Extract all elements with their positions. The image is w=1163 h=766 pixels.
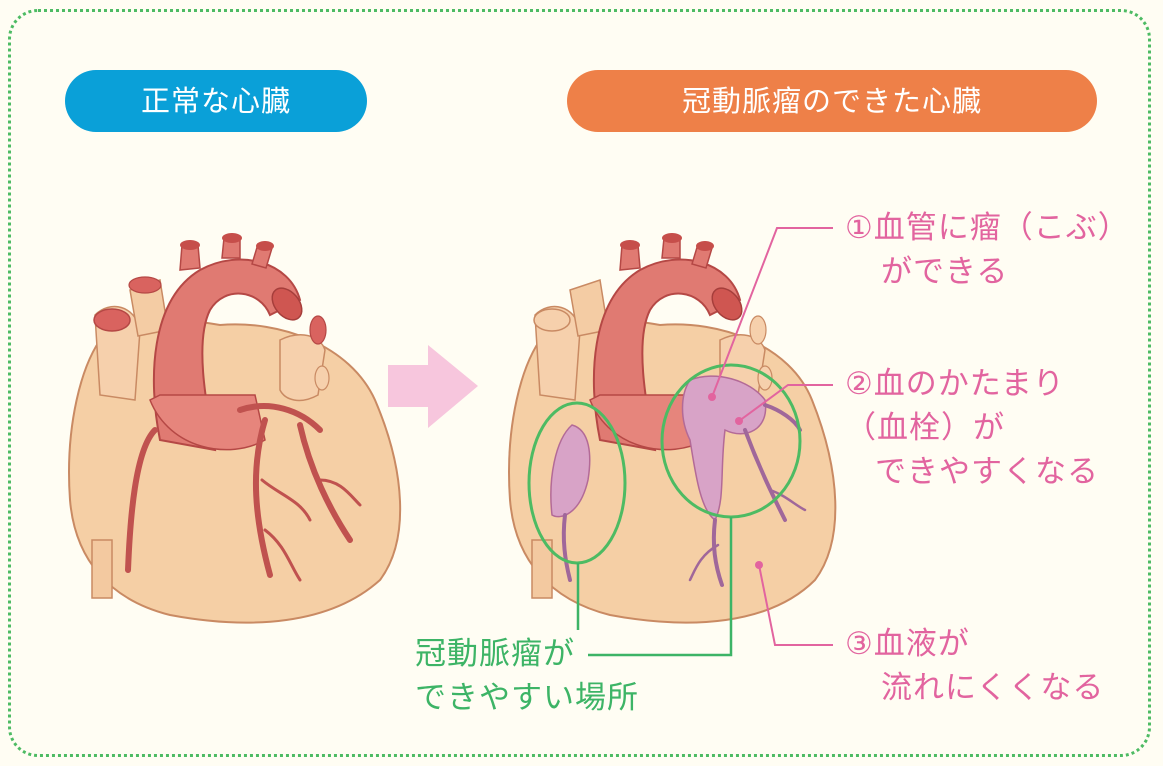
annotation-3: ③血液が 流れにくくなる [845, 622, 1104, 710]
transition-arrow [388, 345, 478, 428]
annotation-3-line2: 流れにくくなる [845, 666, 1104, 710]
annotation-3-line1: ③血液が [845, 622, 1104, 666]
annotation-1-line1: ①血管に瘤（こぶ） [845, 206, 1130, 250]
annotation-2-line1: ②血のかたまり [845, 362, 1099, 406]
aneurysm-site-line1: 冠動脈瘤が [415, 632, 639, 676]
annotation-2-line3: できやすくなる [845, 450, 1099, 494]
aneurysm-site-line2: できやすい場所 [415, 676, 639, 720]
annotation-1-line2: ができる [845, 250, 1130, 294]
normal-heart [69, 233, 400, 623]
annotation-1: ①血管に瘤（こぶ） ができる [845, 206, 1130, 294]
annotation-2-line2: （血栓）が [845, 406, 1099, 450]
aneurysm-site-label: 冠動脈瘤が できやすい場所 [415, 632, 639, 720]
aneurysm-heart [509, 233, 835, 623]
annotation-2: ②血のかたまり （血栓）が できやすくなる [845, 362, 1099, 494]
